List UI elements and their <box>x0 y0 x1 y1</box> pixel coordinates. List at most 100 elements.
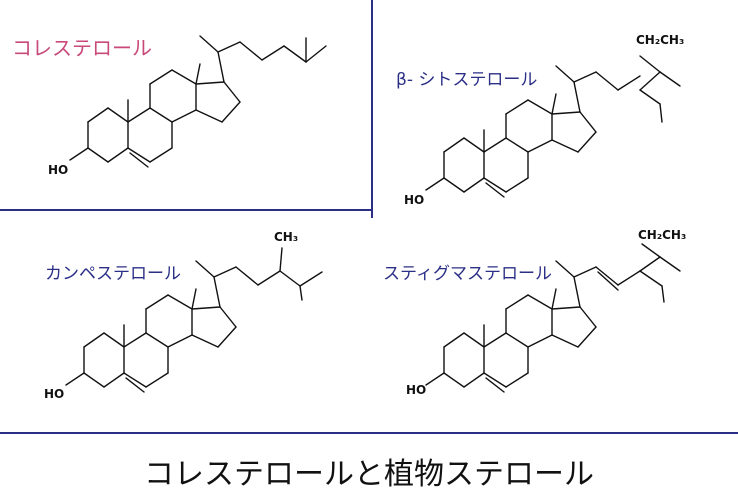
stigmasterol-bond <box>443 372 465 388</box>
sitosterol-bond <box>527 99 553 115</box>
cholesterol-bond <box>223 81 241 103</box>
stigmasterol-bond <box>483 332 507 348</box>
sitosterol-bond <box>425 177 445 191</box>
cholesterol-bond <box>195 63 201 85</box>
cholesterol-bond <box>199 35 219 53</box>
cholesterol-bond <box>127 147 151 163</box>
sitosterol-bond <box>551 93 557 115</box>
campesterol-bond <box>103 332 125 348</box>
stigmasterol-bond <box>551 306 581 310</box>
campesterol-bond <box>191 334 219 348</box>
stigmasterol-sidechain-bond <box>659 256 681 272</box>
stigmasterol-bond <box>617 270 641 286</box>
sitosterol-bond <box>617 75 641 91</box>
sitosterol-bond <box>551 111 581 115</box>
campesterol-bond <box>213 266 237 278</box>
sitosterol-bond <box>463 137 485 153</box>
cholesterol-name: コレステロール <box>12 36 152 60</box>
stigmasterol-ethyl-label: CH₂CH₃ <box>638 228 687 242</box>
campesterol-bond <box>123 332 147 348</box>
cholesterol-bond <box>217 41 241 53</box>
sitosterol-bond <box>555 65 575 83</box>
sitosterol-bond <box>551 139 579 153</box>
campesterol-bond <box>213 276 221 308</box>
sitosterol-name: β- シトステロール <box>396 70 538 90</box>
campesterol-name: カンペステロール <box>45 264 181 284</box>
cholesterol-bond <box>87 107 109 123</box>
campesterol-bond <box>83 372 105 388</box>
sitosterol-bond <box>595 71 619 91</box>
stigmasterol-bond <box>573 266 597 278</box>
campesterol-bond <box>191 288 197 310</box>
cholesterol-bond <box>195 109 223 123</box>
sitosterol-bond <box>483 137 507 153</box>
cholesterol-sidechain-bond <box>305 45 327 63</box>
stigmasterol-double-bond <box>485 377 505 393</box>
campesterol-hydroxyl-label: HO <box>44 387 65 401</box>
stigmasterol-name: スティグマステロール <box>383 264 552 284</box>
campesterol-bond <box>83 332 105 348</box>
cholesterol-bond <box>107 147 129 163</box>
cholesterol-bond <box>195 81 225 85</box>
campesterol-methyl-label: CH₃ <box>274 230 299 244</box>
sitosterol-bond <box>579 111 597 133</box>
cholesterol-frame <box>0 0 373 211</box>
sitosterol-bond <box>527 139 553 153</box>
stigmasterol-bond <box>527 334 553 348</box>
stigmasterol-bond <box>505 372 529 388</box>
sitosterol-sidechain-bond <box>659 71 681 87</box>
sitosterol-ethyl-label: CH₂CH₃ <box>636 33 685 47</box>
stigmasterol-bond <box>595 266 619 286</box>
stigmasterol-bond <box>463 332 485 348</box>
sitosterol-sidechain-bond <box>659 103 663 123</box>
campesterol-bond <box>219 306 237 328</box>
sitosterol-bond <box>505 177 529 193</box>
campesterol-sidechain-bond <box>299 285 303 301</box>
stigmasterol-sidechain-bond <box>639 270 663 287</box>
sitosterol-double-bond <box>485 182 505 198</box>
campesterol-sidechain-bond <box>279 270 301 287</box>
cholesterol-bond <box>149 69 173 85</box>
figure-caption: コレステロールと植物ステロール <box>144 457 594 492</box>
stigmasterol-double-bond <box>597 271 619 291</box>
campesterol-sidechain-bond <box>279 247 283 272</box>
sitosterol-bond <box>443 177 465 193</box>
sitosterol-sidechain-bond <box>639 89 661 105</box>
stigmasterol-hydroxyl-label: HO <box>406 383 427 397</box>
campesterol-bond <box>145 332 169 348</box>
campesterol-bond <box>195 260 215 278</box>
stigmasterol-bond <box>579 306 597 328</box>
stigmasterol-bond <box>463 372 485 388</box>
stigmasterol-bond <box>551 334 579 348</box>
sitosterol-bond <box>505 99 529 115</box>
cholesterol-bond <box>239 41 263 61</box>
sitosterol-bond <box>463 177 485 193</box>
sitosterol-bond <box>483 177 507 193</box>
cholesterol-bond <box>149 107 173 123</box>
stigmasterol-sidechain-bond <box>661 285 665 303</box>
stigmasterol-bond <box>577 326 597 348</box>
sitosterol-sidechain-bond <box>639 55 661 73</box>
sitosterol-bond <box>505 137 529 153</box>
campesterol-bond <box>167 334 193 348</box>
campesterol-bond <box>65 372 85 386</box>
sitosterol-bond <box>573 71 597 83</box>
stigmasterol-bond <box>505 332 529 348</box>
cholesterol-bond <box>171 109 197 123</box>
cholesterol-bond <box>217 51 225 83</box>
cholesterol-bond <box>261 45 285 61</box>
stigmasterol-bond <box>483 372 507 388</box>
sitosterol-hydroxyl-label: HO <box>404 193 425 207</box>
stigmasterol-bond <box>527 294 553 310</box>
stigmasterol-sidechain-bond <box>641 243 661 258</box>
stigmasterol-bond <box>443 332 465 348</box>
cholesterol-bond <box>171 69 197 85</box>
cholesterol-double-bond <box>129 152 149 168</box>
campesterol-sidechain-bond <box>299 271 323 287</box>
sitosterol-sidechain-bond <box>639 71 661 91</box>
stigmasterol-bond <box>551 288 557 310</box>
cholesterol-bond <box>221 101 241 123</box>
campesterol-double-bond <box>125 377 145 393</box>
cholesterol-bond <box>69 147 89 161</box>
campesterol-bond <box>123 372 147 388</box>
